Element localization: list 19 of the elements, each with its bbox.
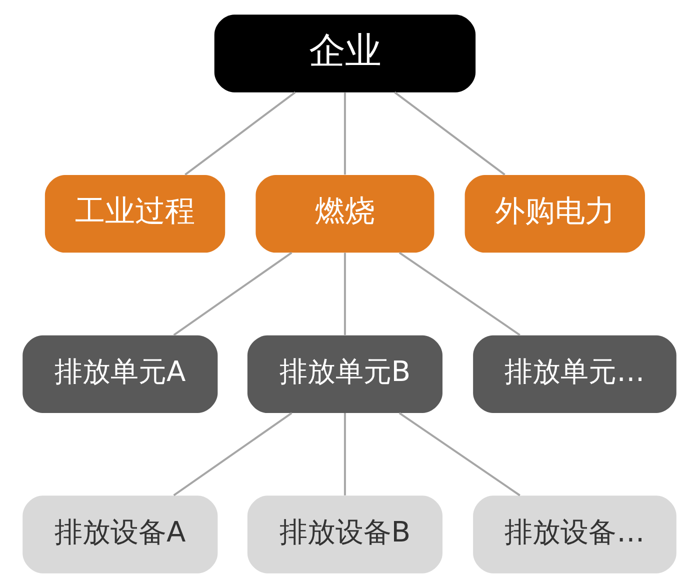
- node-box: 排放设备…: [472, 496, 676, 574]
- connector: [343, 252, 346, 336]
- connector: [398, 252, 520, 336]
- node-box: 排放单元B: [246, 335, 442, 414]
- connector: [172, 412, 292, 496]
- node-box: 燃烧: [255, 174, 434, 253]
- connector: [394, 92, 505, 176]
- node-box: 排放设备B: [246, 496, 442, 574]
- node-box: 企业: [214, 14, 476, 92]
- connector: [343, 413, 346, 496]
- node-box: 外购电力: [464, 174, 644, 253]
- connector: [398, 412, 520, 496]
- connector: [343, 92, 346, 175]
- node-box: 排放设备A: [22, 496, 218, 574]
- connector: [172, 252, 292, 336]
- node-box: 排放单元A: [22, 335, 218, 414]
- node-box: 工业过程: [44, 174, 225, 253]
- node-box: 排放单元…: [472, 335, 676, 414]
- connector: [184, 92, 296, 176]
